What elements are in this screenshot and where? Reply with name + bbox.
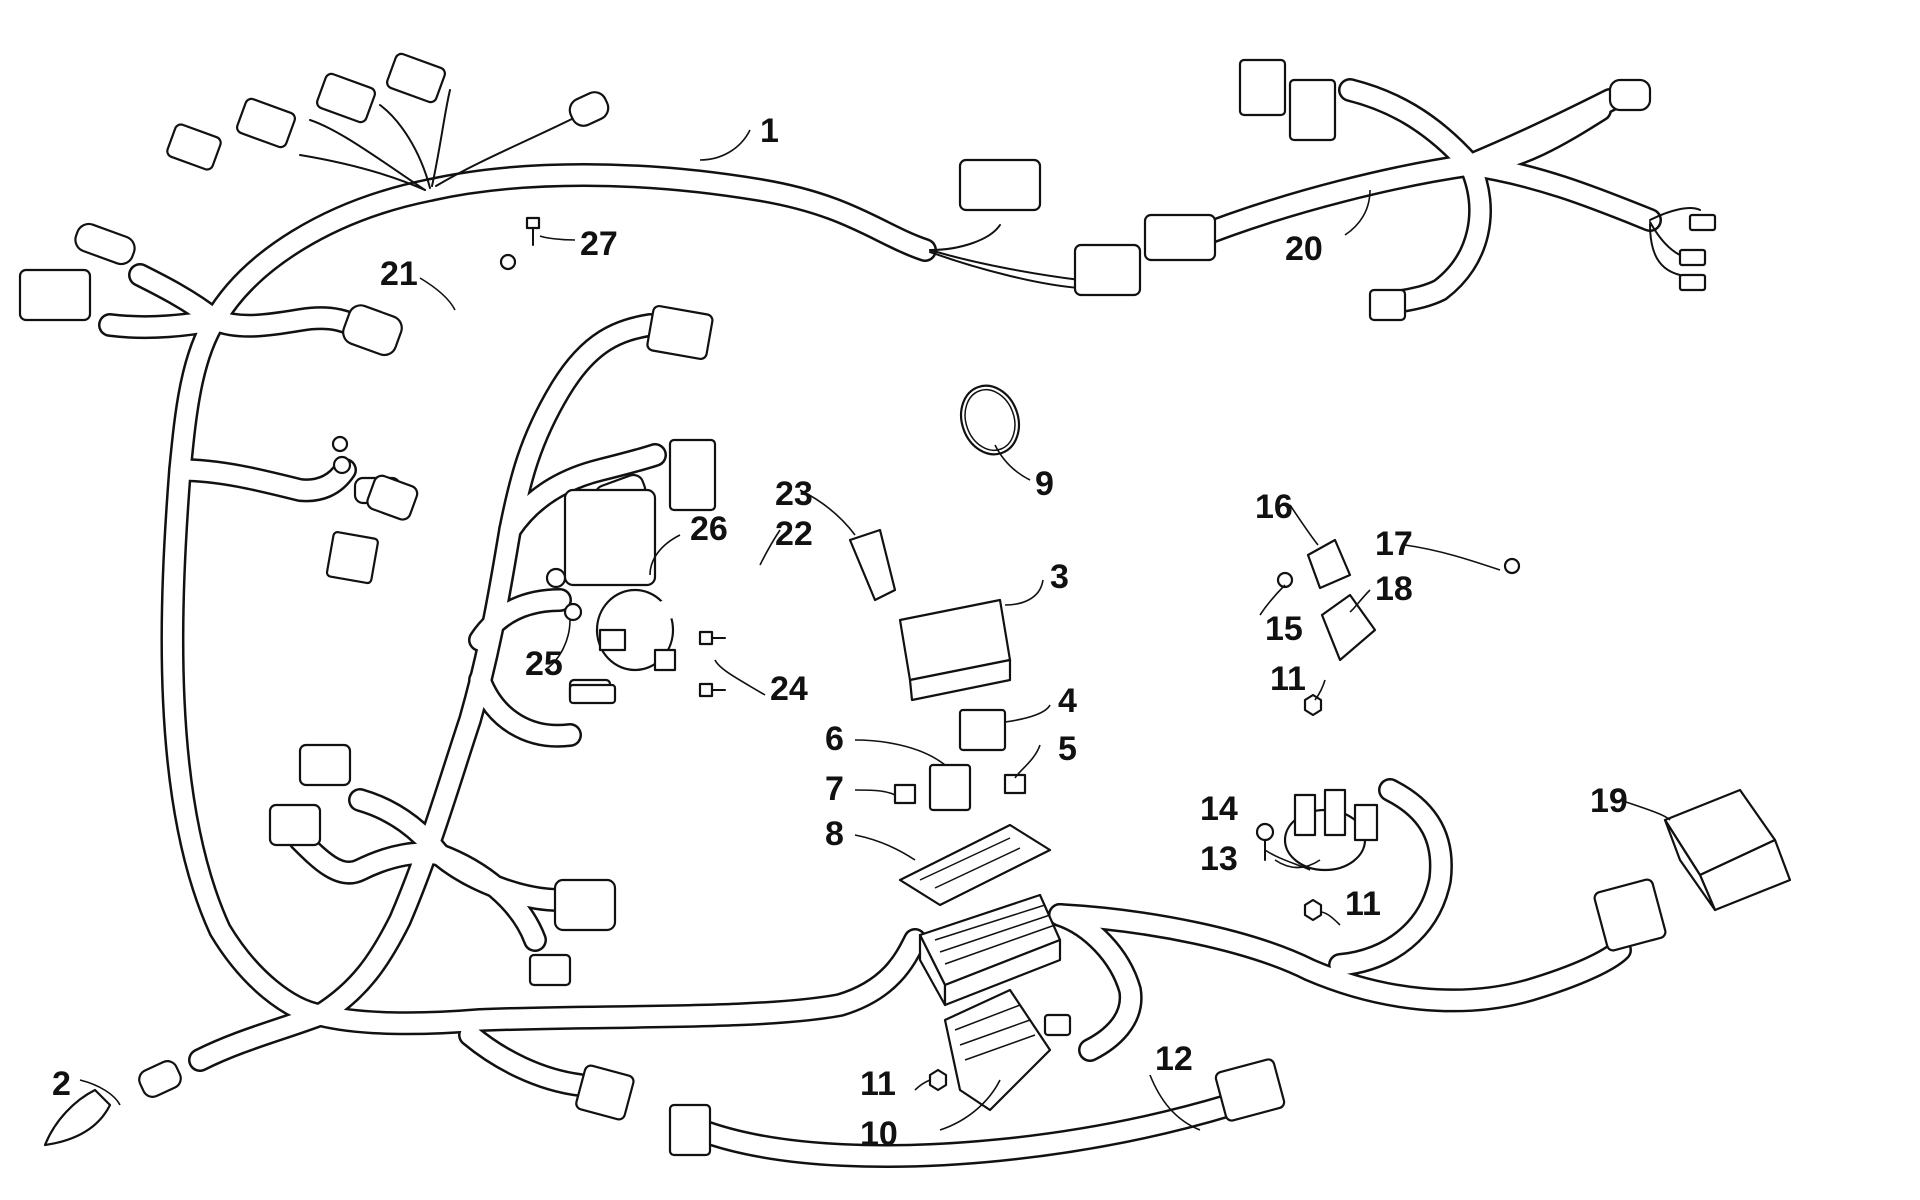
callouts: 1 2 3 4 5 6 7 8 9 10 11 11 11 12 13 14 1… (52, 112, 1628, 1153)
part-2-bulb (43, 1060, 182, 1147)
callout-25: 25 (525, 645, 563, 683)
part-15-cable (1155, 571, 1294, 756)
callout-3: 3 (1050, 558, 1069, 596)
callout-9: 9 (1035, 465, 1054, 503)
callout-5: 5 (1058, 730, 1077, 768)
part-26-ignition-coil (563, 488, 677, 705)
part-11-nut-b (1303, 693, 1323, 717)
callout-11c: 11 (1345, 885, 1381, 923)
callout-27: 27 (580, 225, 618, 263)
callout-11b: 11 (1270, 660, 1306, 698)
part-19-control-module (1593, 788, 1792, 952)
part-17-cable (1330, 557, 1521, 740)
part-22-high-tension-lead (655, 550, 815, 620)
part-12-harness (668, 1058, 1286, 1168)
callout-14: 14 (1200, 790, 1238, 828)
callout-11a: 11 (860, 1065, 896, 1103)
callout-22: 22 (775, 515, 813, 553)
part-18-boot (1320, 593, 1377, 662)
part-27-screw (525, 216, 541, 246)
callout-2: 2 (52, 1065, 71, 1103)
callout-23: 23 (775, 475, 813, 513)
part-13-starter-solenoid (1283, 788, 1379, 872)
part-6-relay (928, 763, 972, 812)
callout-20: 20 (1285, 230, 1323, 268)
part-10-regulator (943, 988, 1072, 1112)
callout-21: 21 (380, 255, 418, 293)
callout-8: 8 (825, 815, 844, 853)
part-21-ground-wire (331, 253, 517, 453)
main-harness (98, 89, 1632, 1097)
callout-26: 26 (690, 510, 728, 548)
callout-18: 18 (1375, 570, 1413, 608)
callout-24: 24 (770, 670, 808, 708)
part-11-nut-a (928, 1068, 948, 1092)
part-16-boot (1306, 538, 1352, 590)
part-20-harness (1143, 58, 1717, 322)
part-9-cable-tie (959, 384, 1021, 456)
callout-17: 17 (1375, 525, 1413, 563)
callout-4: 4 (1058, 682, 1077, 720)
part-25-washers (545, 567, 583, 622)
callout-16: 16 (1255, 488, 1293, 526)
part-3-fuse-box-cover (898, 598, 1012, 702)
part-14-screw (1255, 822, 1275, 861)
part-8-fuse-label (898, 823, 1052, 907)
part-24-screws (698, 630, 726, 698)
part-4-relay (958, 708, 1007, 752)
callout-1: 1 (760, 112, 779, 150)
callout-15: 15 (1265, 610, 1303, 648)
part-5-fuse (1003, 773, 1027, 795)
callout-10: 10 (860, 1115, 898, 1153)
part-11-nut-c (1303, 898, 1323, 922)
harness-connectors-left (268, 304, 717, 1121)
callout-12: 12 (1155, 1040, 1193, 1078)
fuse-block (918, 893, 1062, 1007)
callout-7: 7 (825, 770, 844, 808)
harness-connectors-top (18, 52, 1142, 505)
part-23-spark-plug-cap (848, 528, 897, 602)
callout-13: 13 (1200, 840, 1238, 878)
leader-lines (79, 129, 1671, 1131)
callout-19: 19 (1590, 782, 1628, 820)
part-7-fuse (893, 783, 917, 805)
callout-6: 6 (825, 720, 844, 758)
